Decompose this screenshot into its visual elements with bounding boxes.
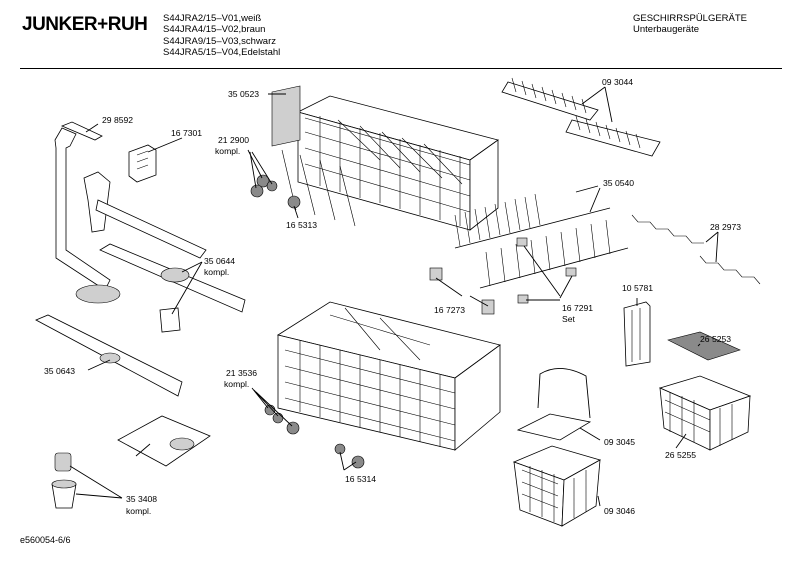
label-167291: 16 7291: [562, 303, 594, 313]
filter-set: [51, 452, 77, 509]
label-167291-note: Set: [562, 314, 575, 324]
model-line: S44JRA5/15–V04,Edelstahl: [163, 47, 281, 59]
label-212900: 21 2900: [218, 135, 250, 145]
label-353408-note: kompl.: [126, 506, 152, 516]
label-353408: 35 3408: [126, 494, 158, 504]
label-093045: 09 3045: [604, 437, 636, 447]
spray-tube: [54, 121, 207, 304]
label-265255: 26 5255: [665, 450, 697, 460]
label-350644: 35 0644: [204, 256, 236, 266]
leader-lines: [69, 86, 719, 507]
label-167273: 16 7273: [434, 305, 466, 315]
label-350643: 35 0643: [44, 366, 76, 376]
lower-wheels: [264, 404, 365, 469]
label-093046: 09 3046: [604, 506, 636, 516]
cutlery-inserts: [501, 77, 661, 157]
model-line: S44JRA2/15–V01,weiß: [163, 13, 262, 24]
label-167301: 16 7301: [171, 128, 203, 138]
label-350644-note: kompl.: [204, 267, 230, 277]
category-block: GESCHIRRSPÜLGERÄTE Unterbaugeräte: [633, 13, 747, 36]
model-line: S44JRA9/15–V03,schwarz: [163, 35, 277, 47]
upper-basket: [271, 85, 499, 231]
label-350523: 35 0523: [228, 89, 260, 99]
label-265253: 26 5253: [700, 334, 732, 344]
drawing-id: e560054-6/6: [20, 535, 71, 545]
model-line: S44JRA4/15–V02,braun: [163, 24, 266, 36]
label-093044: 09 3044: [602, 77, 634, 87]
bracket-167301: [128, 144, 157, 183]
label-282973: 28 2973: [710, 222, 742, 232]
lower-spray-arm: [35, 314, 183, 397]
label-213536-note: kompl.: [224, 379, 250, 389]
label-105781: 10 5781: [622, 283, 654, 293]
label-165313: 16 5313: [286, 220, 318, 230]
cutlery-cartridge: [623, 301, 651, 367]
lower-basket: [276, 301, 501, 451]
rack-clips: [631, 214, 761, 285]
brand-logo: JUNKER+RUH: [22, 14, 148, 35]
upper-wheels: [250, 174, 301, 209]
model-list: S44JRA2/15–V01,weiß S44JRA4/15–V02,braun…: [163, 13, 280, 59]
filter-plate: [117, 415, 211, 467]
subcategory-title: Unterbaugeräte: [633, 24, 700, 36]
label-298592: 29 8592: [102, 115, 134, 125]
small-basket: [658, 331, 752, 451]
label-213536: 21 3536: [226, 368, 258, 378]
tine-racks: [429, 193, 629, 315]
label-165314: 16 5314: [345, 474, 377, 484]
header-divider: [20, 68, 782, 69]
cutlery-basket: [512, 368, 602, 527]
label-350540: 35 0540: [603, 178, 635, 188]
label-212900-note: kompl.: [215, 146, 241, 156]
category-title: GESCHIRRSPÜLGERÄTE: [633, 13, 748, 24]
